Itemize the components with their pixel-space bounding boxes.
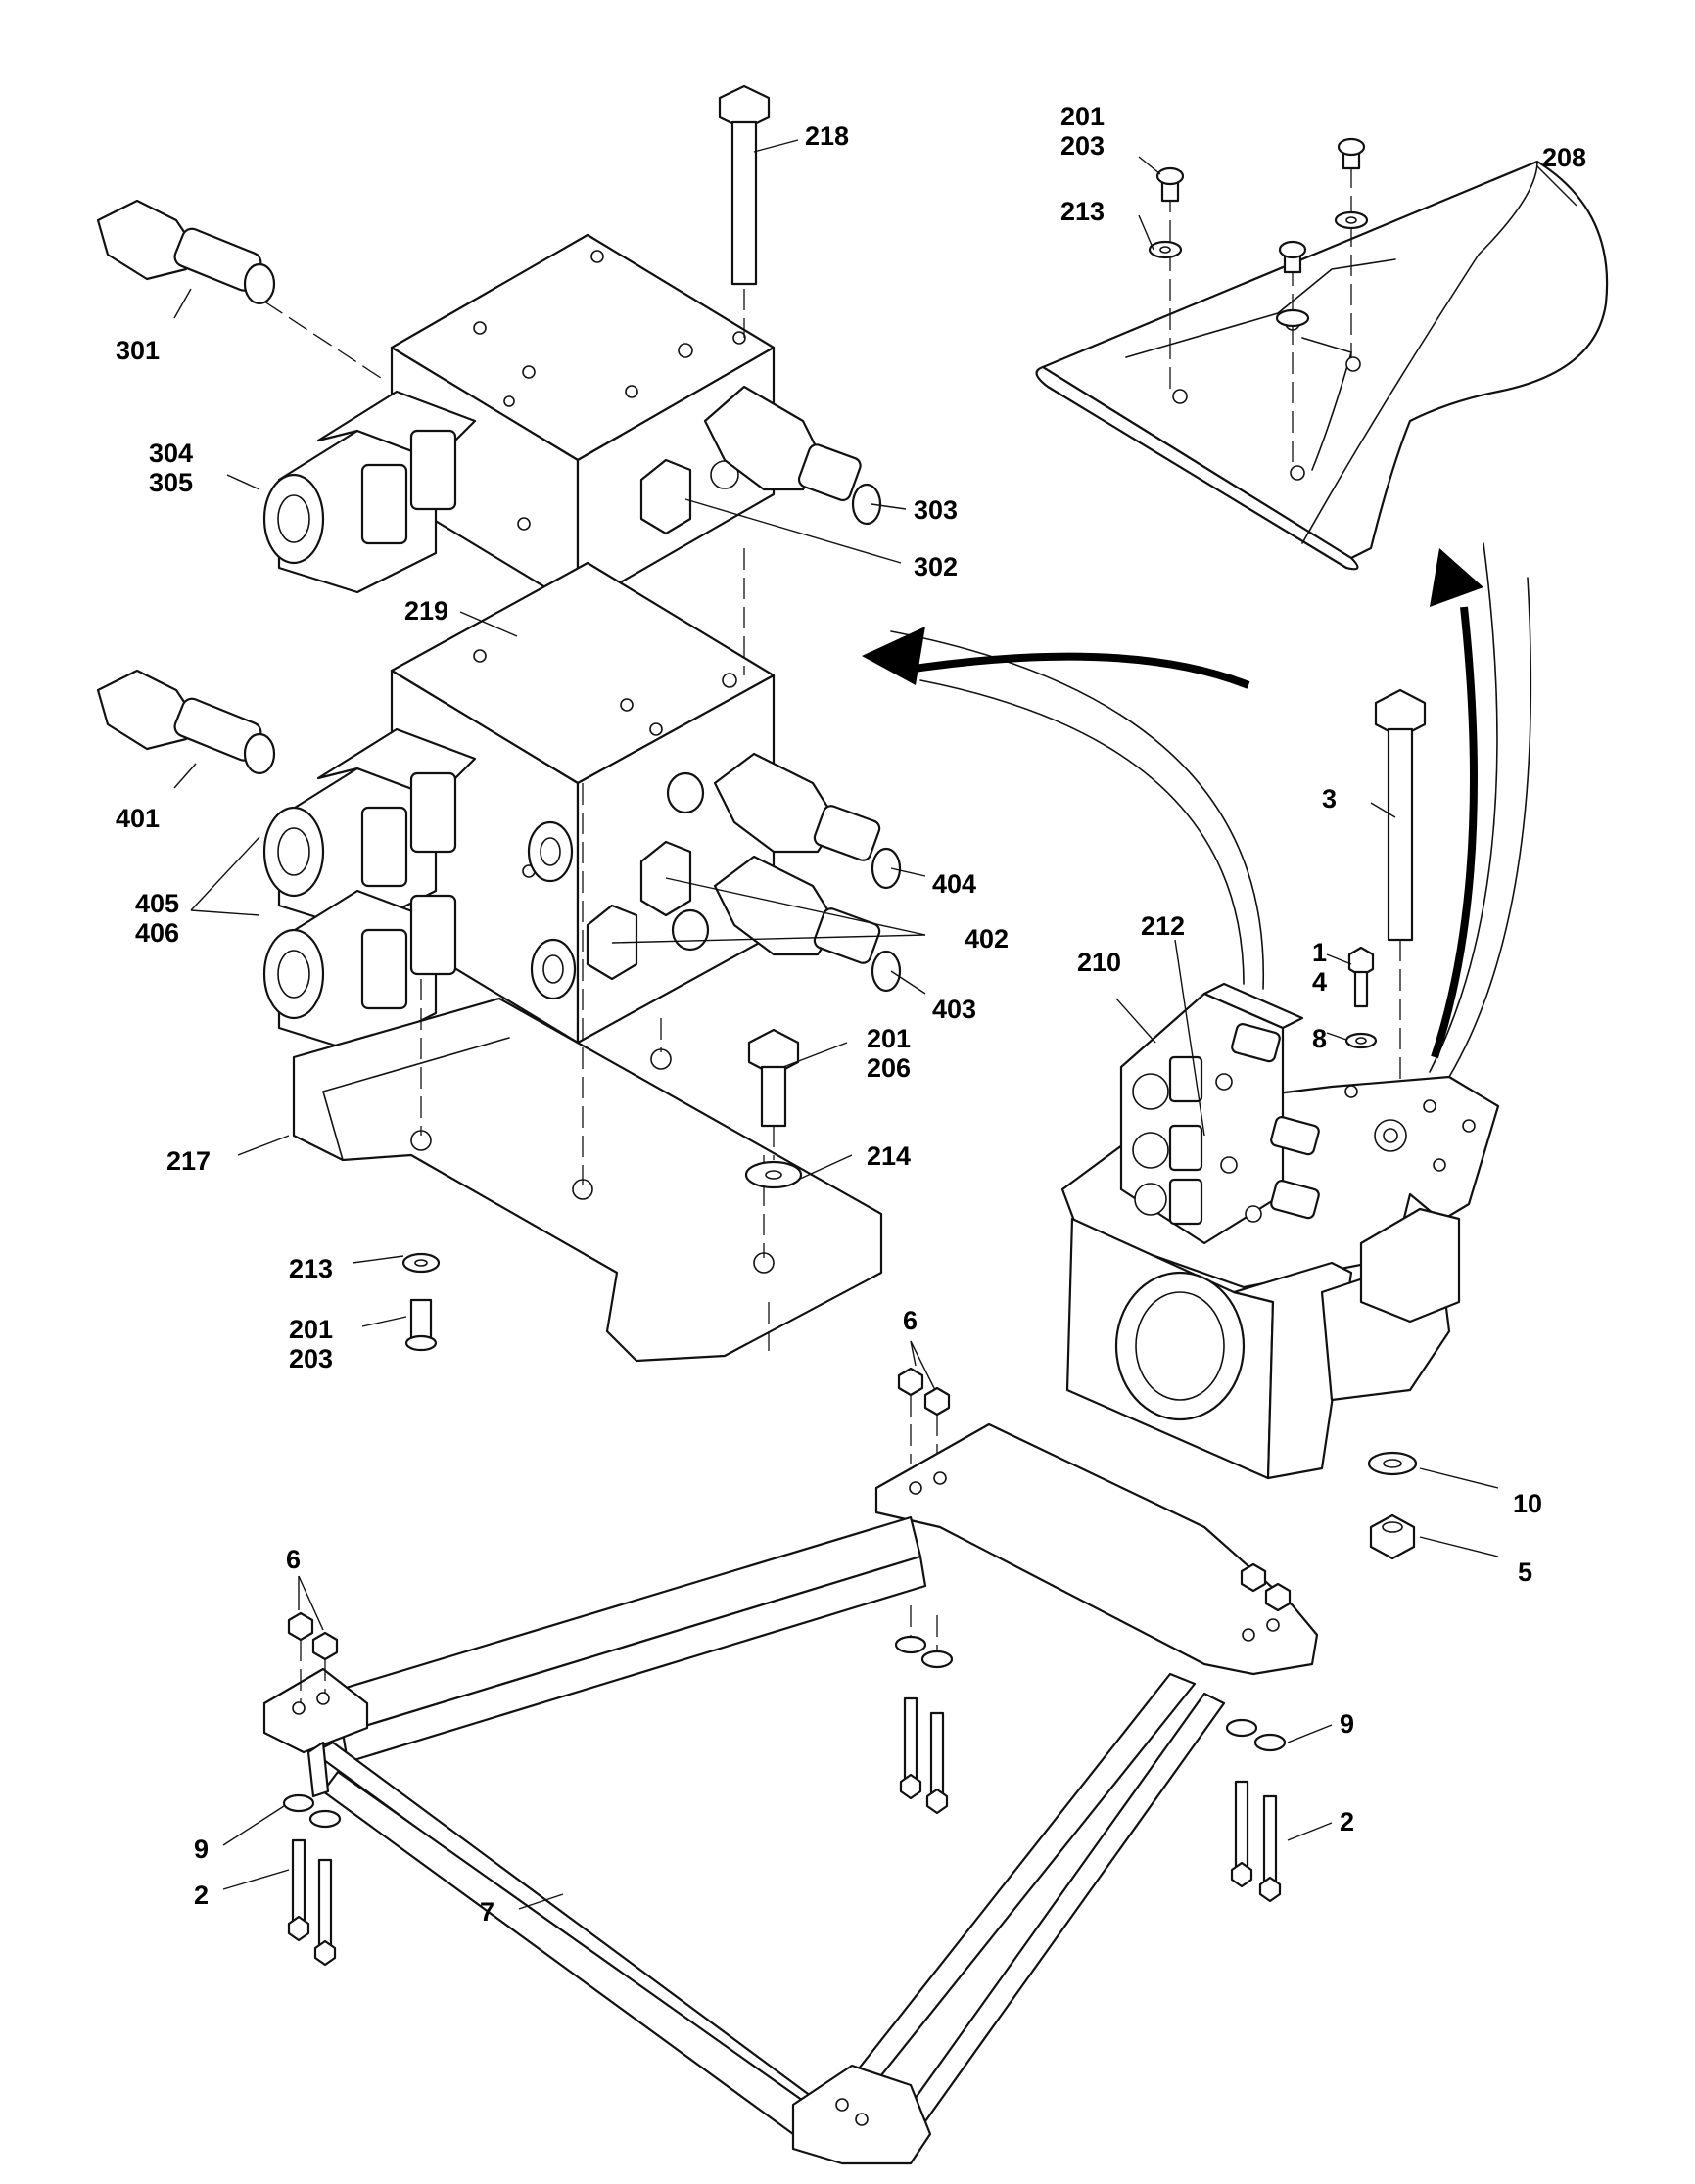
- callout-214: 214: [867, 1141, 911, 1171]
- cartridge-401: [96, 669, 276, 775]
- callout-304: 304: [149, 439, 193, 468]
- callout-219: 219: [404, 596, 448, 626]
- cover-screws-and-washers: [1148, 137, 1369, 328]
- hardware-center: [894, 1605, 954, 1815]
- solenoid-coil-304: [262, 390, 477, 594]
- callout-212: 212: [1141, 911, 1185, 941]
- callout-301: 301: [116, 336, 160, 365]
- bracket-217: [292, 548, 883, 1363]
- screw-201-203-lower: [404, 1298, 438, 1352]
- cartridge-404: [713, 752, 902, 890]
- callout-7: 7: [480, 1897, 494, 1927]
- callout-217: 217: [166, 1146, 211, 1176]
- cartridge-301: [96, 199, 276, 305]
- callout-2-a: 2: [1340, 1807, 1354, 1836]
- callout-303: 303: [914, 495, 958, 525]
- callout-218: 218: [805, 121, 849, 151]
- washer-214: [744, 1160, 803, 1189]
- callout-2-b: 2: [194, 1881, 209, 1910]
- cartridge-403: [713, 855, 902, 993]
- callout-213: 213: [1060, 197, 1105, 226]
- callout-203: 203: [1060, 131, 1105, 161]
- callout-4: 4: [1312, 967, 1327, 997]
- hardware-right: [1225, 1562, 1292, 1903]
- assembly-arrows: [862, 542, 1532, 1078]
- callout-3: 3: [1322, 784, 1337, 813]
- a-frame-7: [262, 1422, 1319, 2165]
- washer-213-lower: [401, 1252, 441, 1274]
- upper-valve-block: [262, 233, 882, 627]
- leader-lines: [173, 139, 1577, 1910]
- washer-10: [1367, 1451, 1418, 1476]
- hardware-left: [282, 1611, 342, 1967]
- cover-208: [1035, 160, 1609, 571]
- tower-assembly: [897, 982, 1500, 1483]
- callout-401: 401: [116, 804, 160, 833]
- callout-labels: 218 201 203 213 208 301 304 305 303 302 …: [116, 102, 1586, 1927]
- cartridge-303: [703, 385, 882, 526]
- callout-201-b: 201: [867, 1024, 911, 1053]
- capscrew-201-206: [747, 1028, 800, 1160]
- callout-6-b: 6: [286, 1545, 301, 1574]
- nut-5: [1369, 1513, 1416, 1560]
- lower-valve-block: [262, 561, 902, 1054]
- callout-9-a: 9: [1340, 1709, 1354, 1739]
- callout-406: 406: [135, 918, 179, 948]
- callout-203-c: 203: [289, 1344, 333, 1373]
- capscrew-3: [1374, 688, 1427, 1126]
- capscrew-218: [718, 84, 771, 338]
- callout-405: 405: [135, 889, 179, 918]
- washer-8: [1344, 1032, 1378, 1049]
- callout-201: 201: [1060, 102, 1105, 131]
- solenoid-coils-405-406: [262, 727, 477, 1054]
- callout-208: 208: [1542, 143, 1586, 172]
- callout-8: 8: [1312, 1024, 1327, 1053]
- callout-402: 402: [965, 924, 1009, 953]
- callout-6-a: 6: [903, 1306, 918, 1335]
- callout-206: 206: [867, 1053, 911, 1083]
- callout-210: 210: [1077, 948, 1121, 977]
- capscrew-1-4: [1347, 946, 1375, 1008]
- callout-10: 10: [1513, 1489, 1542, 1518]
- callout-201-c: 201: [289, 1315, 333, 1344]
- callout-5: 5: [1518, 1557, 1532, 1587]
- callout-9-b: 9: [194, 1835, 209, 1864]
- callout-213-b: 213: [289, 1254, 333, 1283]
- callout-1: 1: [1312, 938, 1327, 967]
- callout-305: 305: [149, 468, 193, 497]
- callout-302: 302: [914, 552, 958, 581]
- callout-404: 404: [932, 869, 976, 899]
- callout-403: 403: [932, 995, 976, 1024]
